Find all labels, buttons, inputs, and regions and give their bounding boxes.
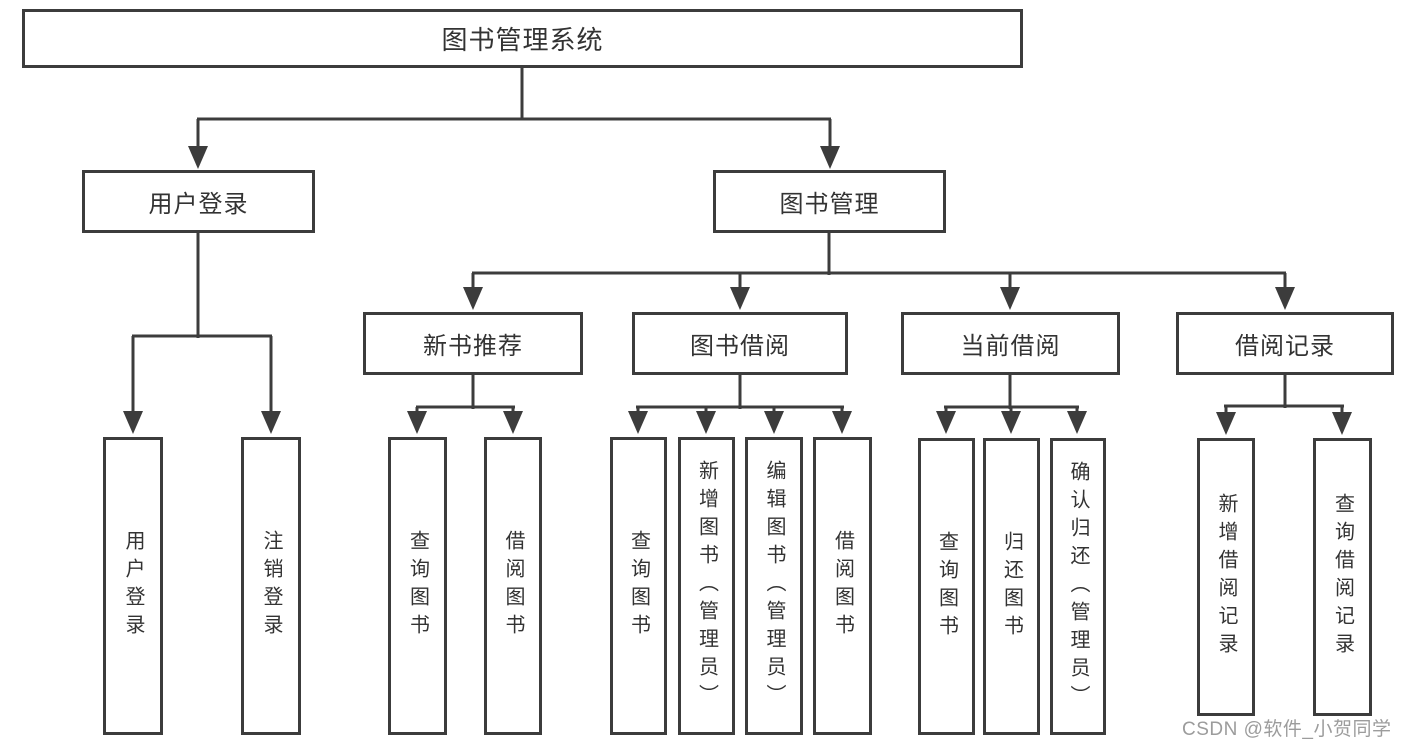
csdn-watermark: CSDN @软件_小贺同学 bbox=[1182, 719, 1392, 740]
leaf-label: 新增图书（管理员） bbox=[695, 460, 718, 712]
leaf-label: 查询借阅记录 bbox=[1331, 493, 1354, 661]
connector-new-book-to-leaves bbox=[407, 375, 523, 434]
leaf-query-books-current: 查询图书 bbox=[918, 438, 975, 735]
node-user-login: 用户登录 bbox=[82, 170, 315, 233]
node-book-borrow: 图书借阅 bbox=[632, 312, 848, 375]
leaf-label: 用户登录 bbox=[122, 530, 144, 642]
node-new-book-recommend: 新书推荐 bbox=[363, 312, 583, 375]
leaf-query-borrow-record: 查询借阅记录 bbox=[1313, 438, 1372, 716]
connector-book-borrow-to-leaves bbox=[628, 375, 852, 434]
connector-book-management-to-level3 bbox=[463, 233, 1295, 310]
connector-borrow-records-to-leaves bbox=[1216, 375, 1352, 435]
connector-root-to-level2 bbox=[188, 66, 840, 169]
node-borrow-records: 借阅记录 bbox=[1176, 312, 1394, 375]
leaf-label: 新增借阅记录 bbox=[1215, 493, 1237, 661]
leaf-edit-books-admin: 编辑图书（管理员） bbox=[745, 437, 803, 735]
leaf-label: 查询图书 bbox=[406, 530, 429, 642]
leaf-query-books-borrow: 查询图书 bbox=[610, 437, 667, 735]
node-book-management: 图书管理 bbox=[713, 170, 946, 233]
leaf-label: 确认归还（管理员） bbox=[1067, 460, 1089, 713]
leaf-borrow-books: 借阅图书 bbox=[813, 437, 872, 735]
leaf-confirm-return-admin: 确认归还（管理员） bbox=[1050, 438, 1106, 735]
leaf-borrow-books-recommend: 借阅图书 bbox=[484, 437, 542, 735]
leaf-label: 查询图书 bbox=[935, 530, 958, 643]
node-current-borrow: 当前借阅 bbox=[901, 312, 1120, 375]
leaf-label: 注销登录 bbox=[260, 530, 282, 642]
leaf-add-borrow-record: 新增借阅记录 bbox=[1197, 438, 1255, 716]
leaf-return-books: 归还图书 bbox=[983, 438, 1040, 735]
leaf-label: 查询图书 bbox=[627, 530, 650, 642]
leaf-user-login: 用户登录 bbox=[103, 437, 163, 735]
leaf-add-books-admin: 新增图书（管理员） bbox=[678, 437, 735, 735]
leaf-label: 借阅图书 bbox=[502, 530, 524, 642]
node-library-system: 图书管理系统 bbox=[22, 9, 1023, 68]
leaf-label: 借阅图书 bbox=[831, 530, 854, 642]
leaf-label: 归还图书 bbox=[1000, 530, 1023, 643]
connector-user-login-to-leaves bbox=[123, 233, 281, 434]
leaf-query-books-recommend: 查询图书 bbox=[388, 437, 447, 735]
connector-current-borrow-to-leaves bbox=[936, 375, 1087, 434]
leaf-logout: 注销登录 bbox=[241, 437, 301, 735]
leaf-label: 编辑图书（管理员） bbox=[763, 460, 785, 712]
